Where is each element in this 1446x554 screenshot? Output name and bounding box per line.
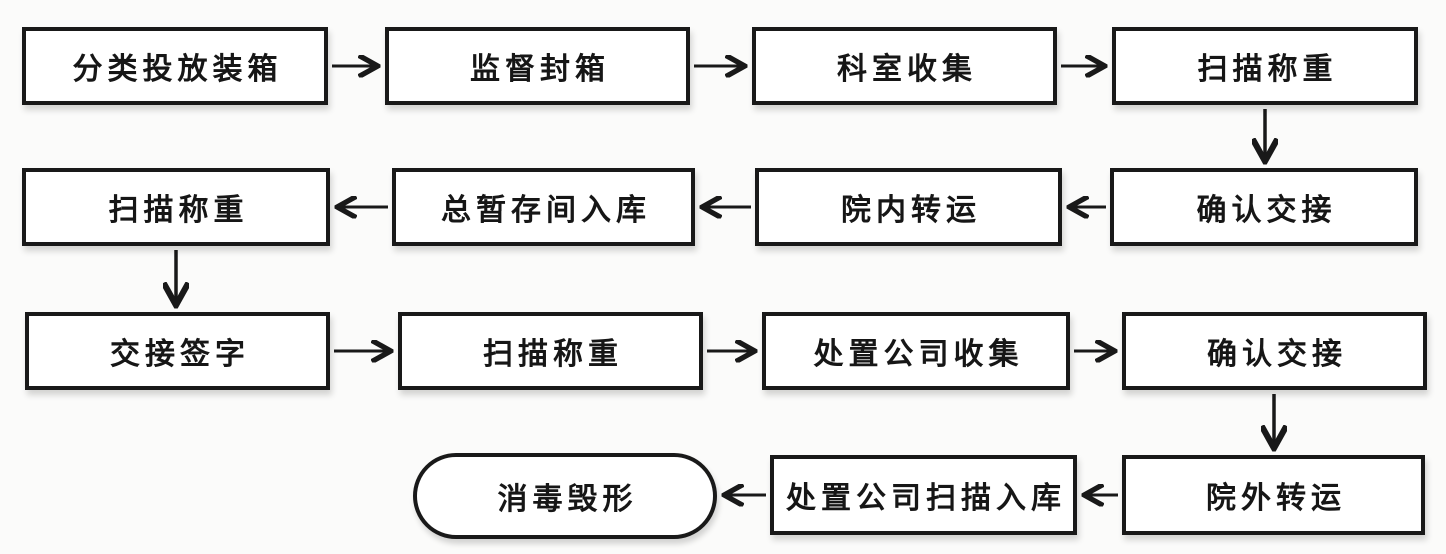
node-label: 确认交接 — [1207, 338, 1347, 371]
flow-node-handover-signature: 交接签字 — [25, 312, 330, 390]
node-label: 扫描称重 — [108, 194, 249, 227]
flow-node-out-of-hospital-transfer: 院外转运 — [1122, 455, 1425, 535]
flow-node-confirm-handover-1: 确认交接 — [1110, 168, 1418, 246]
flow-node-supervised-sealing: 监督封箱 — [385, 27, 690, 105]
flow-node-scan-weigh-2: 扫描称重 — [22, 168, 330, 246]
flow-node-disinfect-destroy-terminator: 消毒毁形 — [413, 453, 717, 539]
node-label: 扫描称重 — [483, 338, 623, 371]
node-label: 扫描称重 — [1197, 53, 1338, 86]
node-label: 监督封箱 — [470, 53, 610, 86]
node-label: 科室收集 — [837, 53, 977, 86]
node-label: 处置公司扫描入库 — [786, 482, 1066, 515]
flow-node-disposal-company-scan-inbound: 处置公司扫描入库 — [770, 455, 1077, 535]
flow-node-confirm-handover-2: 确认交接 — [1122, 312, 1427, 390]
flow-node-department-collection: 科室收集 — [752, 27, 1057, 105]
node-label: 院外转运 — [1206, 482, 1346, 515]
flow-node-scan-weigh-1: 扫描称重 — [1112, 27, 1418, 105]
node-label: 交接签字 — [110, 338, 250, 371]
flow-node-disposal-company-collection: 处置公司收集 — [762, 312, 1070, 390]
flow-node-sort-and-pack: 分类投放装箱 — [22, 27, 328, 105]
node-label: 确认交接 — [1196, 194, 1337, 227]
node-label: 总暂存间入库 — [441, 194, 651, 227]
node-label: 消毒毁形 — [497, 483, 638, 516]
flow-node-central-storage-inbound: 总暂存间入库 — [392, 168, 695, 246]
node-label: 院内转运 — [841, 194, 981, 227]
node-label: 分类投放装箱 — [72, 53, 283, 86]
flow-node-scan-weigh-3: 扫描称重 — [398, 312, 703, 390]
flow-node-in-hospital-transfer: 院内转运 — [755, 168, 1062, 246]
node-label: 处置公司收集 — [813, 338, 1024, 371]
